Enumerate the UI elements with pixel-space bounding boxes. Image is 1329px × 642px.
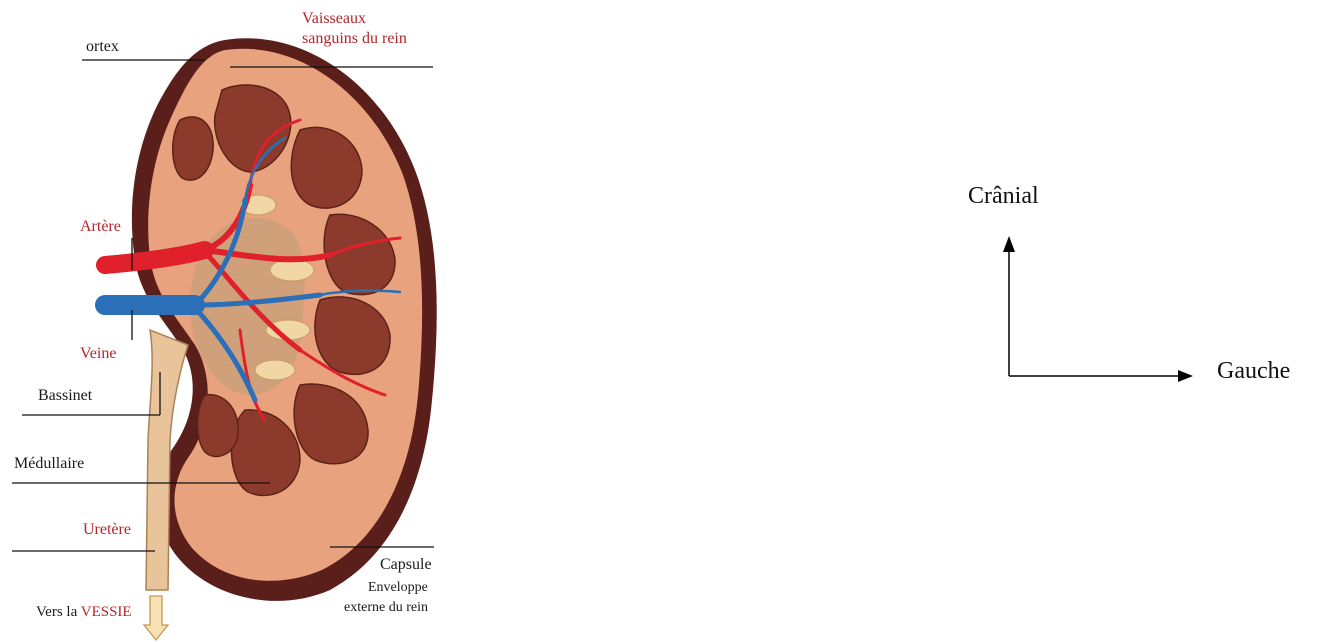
orientation-up-label: Crânial [968, 183, 1039, 210]
label-ureter: Uretère [83, 521, 131, 539]
label-vessels-line2: sanguins du rein [302, 30, 407, 48]
label-artery: Artère [80, 218, 121, 236]
label-to-bladder-prefix: Vers la [36, 604, 77, 620]
bladder-arrow [144, 596, 168, 640]
label-medulla: Médullaire [14, 455, 84, 473]
label-cortex: ortex [86, 38, 119, 56]
label-capsule-line1: Capsule [380, 556, 432, 574]
label-pelvis: Bassinet [38, 387, 92, 405]
arrow-up-icon [1003, 236, 1015, 252]
arrow-right-icon [1178, 370, 1193, 382]
label-vein: Veine [80, 345, 116, 363]
label-capsule-line3: externe du rein [344, 600, 428, 616]
orientation-right-label: Gauche [1217, 358, 1290, 385]
orientation-axes [1003, 236, 1193, 382]
label-vessels-line1: Vaisseaux [302, 10, 366, 28]
label-capsule-line2: Enveloppe [368, 580, 428, 596]
label-to-bladder-word: VESSIE [81, 604, 132, 620]
label-to-bladder: Vers la VESSIE [36, 604, 132, 621]
